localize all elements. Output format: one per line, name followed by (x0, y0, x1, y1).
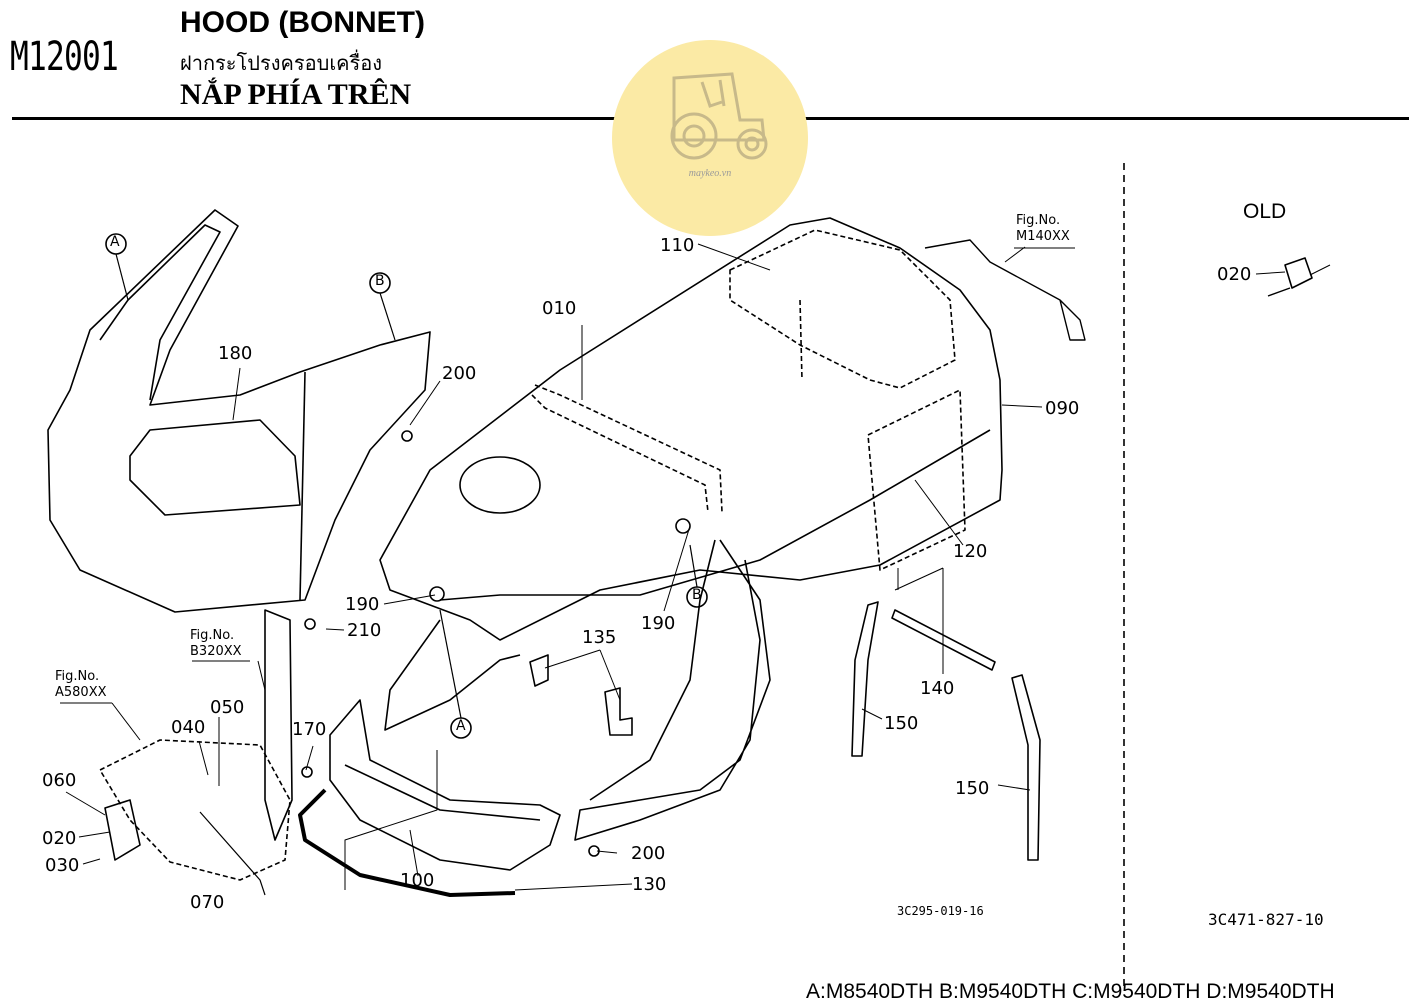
fig-ref-code: A580XX (55, 685, 107, 700)
marker-b-bottom: B (692, 587, 702, 603)
callout-120: 120 (953, 541, 988, 562)
callout-130: 130 (632, 874, 667, 895)
title-thai: ฝากระโปรงครอบเครื่อง (180, 51, 383, 75)
fig-ref-code: B320XX (190, 644, 242, 659)
callout-200-a: 200 (442, 363, 477, 384)
seal-strip-150-b (1011, 674, 1041, 861)
callout-210: 210 (347, 620, 382, 641)
latch-135-a (529, 654, 549, 687)
watermark-text: maykeo.vn (688, 168, 732, 179)
callout-150-a: 150 (884, 713, 919, 734)
hood-top-panel-110 (729, 229, 956, 389)
callout-010: 010 (542, 298, 577, 319)
bolt-170 (301, 766, 313, 778)
fig-ref-b320xx: Fig.No. B320XX (190, 628, 242, 660)
callout-050: 050 (210, 697, 245, 718)
fig-ref-a580xx: Fig.No. A580XX (55, 669, 107, 701)
bolt-200-top (401, 430, 413, 442)
title-vietnamese: NẮP PHÍA TRÊN (180, 78, 412, 111)
callout-190-b: 190 (641, 613, 676, 634)
tractor-icon (670, 72, 768, 160)
callout-040: 040 (171, 717, 206, 738)
callout-060: 060 (42, 770, 77, 791)
seal-strip-150-a (851, 601, 879, 757)
bolt-210 (304, 618, 316, 630)
fig-ref-label: Fig.No. (55, 669, 100, 684)
fig-ref-label: Fig.No. (190, 628, 235, 643)
old-label: OLD (1243, 200, 1287, 223)
front-grille-180 (47, 209, 431, 613)
drawing-code-left: 3C295-019-16 (897, 904, 984, 918)
side-frame-left (384, 619, 521, 731)
bolt-200-bottom (588, 845, 600, 857)
callout-135: 135 (582, 627, 617, 648)
grommet-190-left (429, 586, 445, 602)
marker-a-top: A (110, 234, 120, 250)
side-frame-right (574, 539, 771, 841)
callout-140: 140 (920, 678, 955, 699)
watermark-logo (612, 40, 808, 236)
marker-a-bottom: A (456, 718, 466, 734)
callout-020-old: 020 (1217, 264, 1252, 285)
marker-b-top: B (375, 273, 385, 289)
model-footer: A:M8540DTH B:M9540DTH C:M9540DTH D:M9540… (806, 980, 1335, 1003)
fig-ref-code: M140XX (1016, 229, 1070, 244)
fig-ref-label: Fig.No. (1016, 213, 1061, 228)
callout-100: 100 (400, 870, 435, 891)
callout-030: 030 (45, 855, 80, 876)
fig-ref-m140xx: Fig.No. M140XX (1016, 213, 1070, 245)
side-panel-120 (867, 389, 966, 571)
bottom-panel-100 (329, 699, 561, 890)
page-code: M12001 (10, 34, 119, 80)
callout-190-a: 190 (345, 594, 380, 615)
callout-170: 170 (292, 719, 327, 740)
callout-200-b: 200 (631, 843, 666, 864)
callout-110: 110 (660, 235, 695, 256)
drawing-code-right: 3C471-827-10 (1208, 910, 1324, 929)
hood-main-010 (379, 217, 1003, 641)
callout-020: 020 (42, 828, 77, 849)
latch-135-b (604, 687, 633, 736)
callout-180: 180 (218, 343, 253, 364)
old-latch-020 (1267, 257, 1313, 297)
leader-lines (60, 243, 1331, 891)
callout-070: 070 (190, 892, 225, 913)
grommet-190-right (675, 518, 691, 534)
callout-150-b: 150 (955, 778, 990, 799)
callout-090: 090 (1045, 398, 1080, 419)
seal-strip-140 (891, 609, 996, 671)
lower-bracket-assembly (99, 609, 293, 896)
title-english: HOOD (BONNET) (180, 6, 425, 39)
weather-strip-130 (298, 788, 516, 897)
hood-rod (924, 239, 1086, 341)
